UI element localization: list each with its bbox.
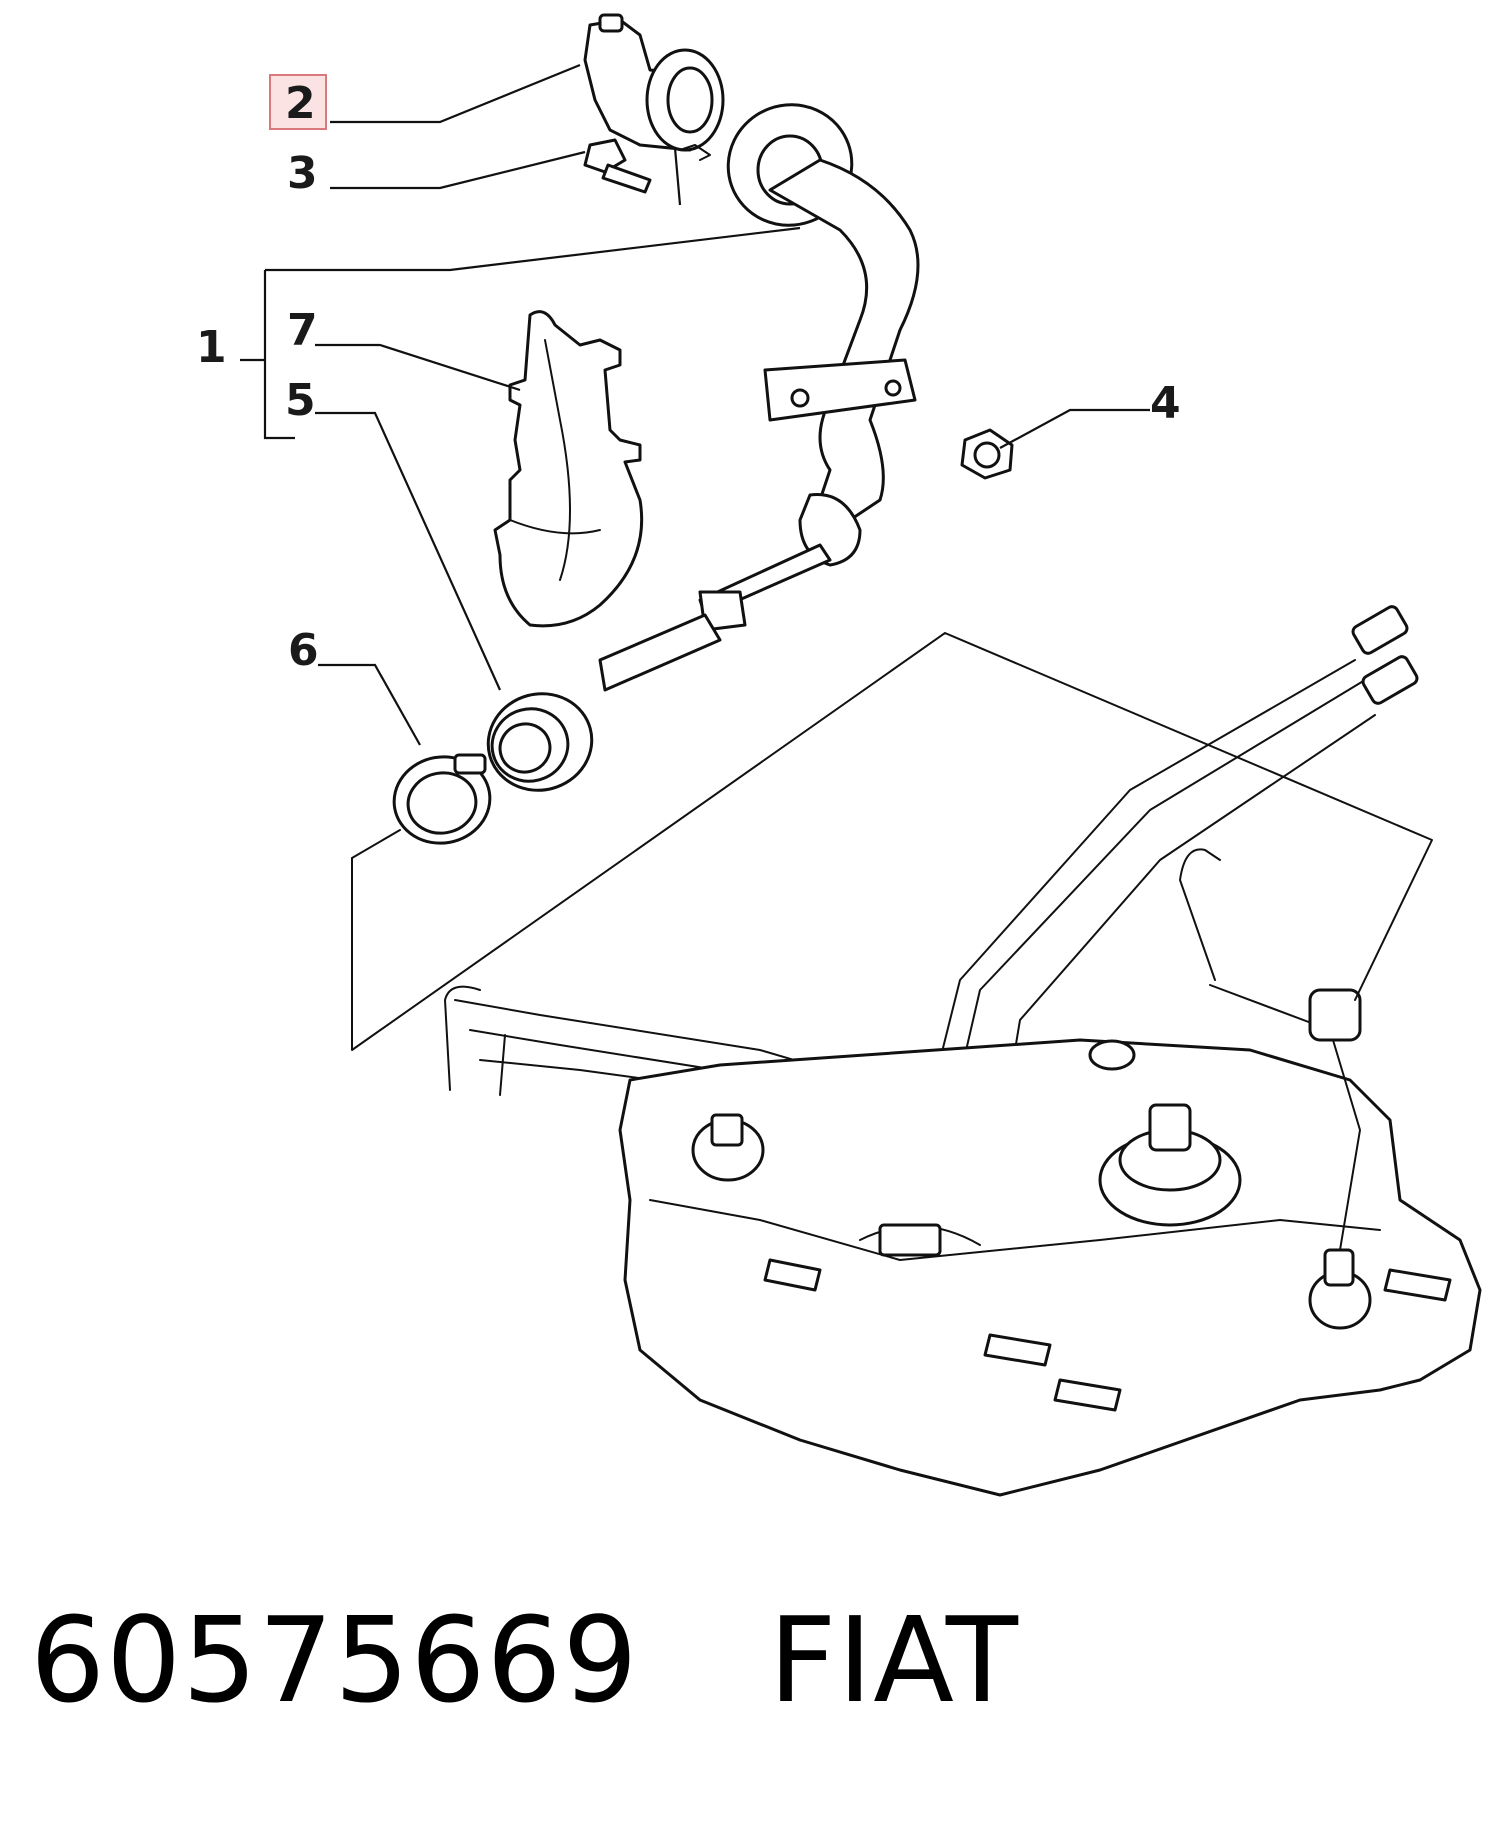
callout-5[interactable]: 5: [285, 375, 316, 426]
hose-clamp-part: [392, 753, 492, 845]
callout-7[interactable]: 7: [287, 305, 318, 356]
filler-neck-part: [598, 103, 920, 692]
callout-1-label: 1: [196, 322, 227, 373]
callout-6[interactable]: 6: [288, 625, 319, 676]
fuel-tank-assembly: [444, 605, 1482, 1497]
callout-4[interactable]: 4: [1150, 378, 1181, 429]
callout-7-label: 7: [287, 305, 318, 356]
brand-name: FIAT: [768, 1591, 1019, 1729]
heat-shield-part: [493, 310, 644, 628]
hose-grommet-part: [486, 692, 594, 792]
fuel-cap-part: [583, 13, 725, 152]
callout-5-label: 5: [285, 375, 316, 426]
bolt-part: [583, 138, 652, 194]
callout-3[interactable]: 3: [287, 148, 318, 199]
part-caption: 60575669 FIAT: [30, 1585, 1019, 1735]
callout-2-label: 2: [285, 78, 316, 129]
callout-3-label: 3: [287, 148, 318, 199]
leader-lines: [240, 63, 1150, 746]
callout-4-label: 4: [1150, 378, 1181, 429]
callout-2[interactable]: 2: [269, 74, 327, 130]
callout-6-label: 6: [288, 625, 319, 676]
exploded-view-outline: [351, 144, 1433, 1051]
callout-1[interactable]: 1: [196, 322, 227, 373]
part-number: 60575669: [30, 1591, 639, 1729]
callout-2-highlight-box: [269, 74, 327, 130]
nut-part: [960, 428, 1014, 480]
